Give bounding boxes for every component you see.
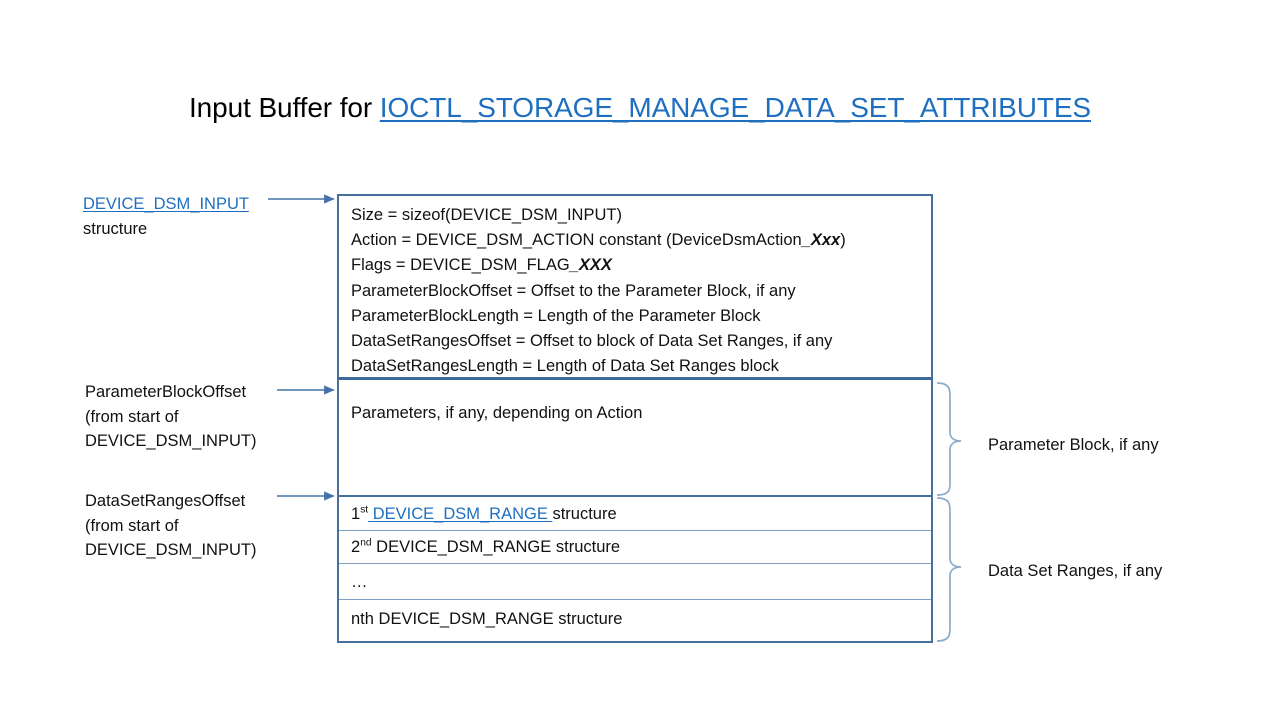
- page-title-prefix: Input Buffer for: [188, 92, 380, 123]
- parameter-block-text: Parameters, if any, depending on Action: [351, 404, 643, 422]
- field-line-datasetrangesoffset-text: DataSetRangesOffset = Offset to block of…: [351, 331, 833, 350]
- range-row-n-name: DEVICE_DSM_RANGE: [373, 610, 559, 628]
- field-line-flags-italic: _XXX: [569, 256, 612, 275]
- range-row-2-sup: nd: [360, 537, 372, 549]
- range-row-1-sup: st: [360, 504, 369, 516]
- field-line-datasetrangesoffset: DataSetRangesOffset = Offset to block of…: [351, 329, 923, 354]
- annotation-data-set-ranges-offset-line1: DataSetRangesOffset: [85, 492, 246, 510]
- range-row-2-name: DEVICE_DSM_RANGE: [371, 538, 556, 556]
- range-row-3-text: …: [351, 564, 368, 600]
- table-row: …: [339, 564, 931, 600]
- field-line-size: Size = sizeof(DEVICE_DSM_INPUT): [351, 203, 923, 228]
- annotation-data-set-ranges: Data Set Ranges, if any: [988, 562, 1163, 580]
- brace-parameter-block: [936, 382, 962, 496]
- annotation-data-set-ranges-offset-line3: DEVICE_DSM_INPUT): [85, 541, 257, 559]
- header-field-list: Size = sizeof(DEVICE_DSM_INPUT) Action =…: [351, 203, 923, 379]
- annotation-parameter-block-offset-line1: ParameterBlockOffset: [85, 383, 247, 401]
- field-line-action-post: ): [840, 231, 846, 250]
- annotation-device-dsm-input-line2: structure: [83, 219, 148, 238]
- brace-data-set-ranges: [936, 497, 962, 642]
- field-line-action: Action = DEVICE_DSM_ACTION constant (Dev…: [351, 228, 923, 253]
- table-row: 1st DEVICE_DSM_RANGE structure: [339, 497, 931, 531]
- field-line-parameterblocklength: ParameterBlockLength = Length of the Par…: [351, 304, 923, 329]
- table-row: 2nd DEVICE_DSM_RANGE structure: [339, 531, 931, 564]
- annotation-parameter-block: Parameter Block, if any: [988, 436, 1159, 454]
- range-row-n-tail: structure: [558, 610, 623, 628]
- field-line-datasetrangeslength: DataSetRangesLength = Length of Data Set…: [351, 354, 923, 379]
- range-row-1-ordinal: 1: [351, 505, 361, 523]
- annotation-data-set-ranges-offset: DataSetRangesOffset (from start of DEVIC…: [85, 489, 256, 563]
- field-line-parameterblockoffset-text: ParameterBlockOffset = Offset to the Par…: [351, 281, 796, 300]
- range-row-n-ordinal: nth: [351, 610, 374, 628]
- field-line-parameterblocklength-text: ParameterBlockLength = Length of the Par…: [351, 306, 761, 325]
- range-row-1-link[interactable]: DEVICE_DSM_RANGE: [368, 505, 553, 523]
- annotation-parameter-block-offset-line3: DEVICE_DSM_INPUT): [85, 432, 257, 450]
- range-row-1-tail: structure: [552, 505, 617, 523]
- field-line-action-text: Action = DEVICE_DSM_ACTION constant (Dev…: [351, 231, 802, 250]
- page-title-link[interactable]: IOCTL_STORAGE_MANAGE_DATA_SET_ATTRIBUTES: [379, 92, 1091, 123]
- data-set-ranges-box: 1st DEVICE_DSM_RANGE structure 2nd DEVIC…: [337, 497, 933, 643]
- field-line-flags-text: Flags = DEVICE_DSM_FLAG: [351, 256, 570, 275]
- field-line-datasetrangeslength-text: DataSetRangesLength = Length of Data Set…: [351, 357, 779, 376]
- field-line-action-italic: _Xxx: [801, 231, 841, 250]
- page-title: Input Buffer for IOCTL_STORAGE_MANAGE_DA…: [0, 90, 1280, 126]
- range-row-3-ellipsis: …: [351, 573, 368, 591]
- range-row-2-ordinal: 2: [351, 538, 361, 556]
- range-row-2-tail: structure: [555, 538, 621, 556]
- annotation-device-dsm-input-link[interactable]: DEVICE_DSM_INPUT: [83, 195, 249, 213]
- annotation-parameter-block-offset-line2: (from start of: [85, 407, 179, 426]
- field-line-flags: Flags = DEVICE_DSM_FLAG_XXX: [351, 253, 923, 278]
- annotation-device-dsm-input: DEVICE_DSM_INPUT structure: [83, 192, 249, 241]
- range-row-1-text: 1st DEVICE_DSM_RANGE structure: [351, 497, 617, 531]
- annotation-parameter-block-offset: ParameterBlockOffset (from start of DEVI…: [85, 380, 256, 454]
- annotation-data-set-ranges-offset-line2: (from start of: [85, 516, 179, 535]
- device-dsm-input-header-box: Size = sizeof(DEVICE_DSM_INPUT) Action =…: [337, 194, 933, 380]
- range-row-n-text: nth DEVICE_DSM_RANGE structure: [351, 600, 622, 639]
- table-row: nth DEVICE_DSM_RANGE structure: [339, 600, 931, 639]
- range-row-2-text: 2nd DEVICE_DSM_RANGE structure: [351, 531, 620, 564]
- parameter-block-box: Parameters, if any, depending on Action: [337, 380, 933, 497]
- field-line-size-text: Size = sizeof(DEVICE_DSM_INPUT): [351, 206, 622, 224]
- field-line-parameterblockoffset: ParameterBlockOffset = Offset to the Par…: [351, 279, 923, 304]
